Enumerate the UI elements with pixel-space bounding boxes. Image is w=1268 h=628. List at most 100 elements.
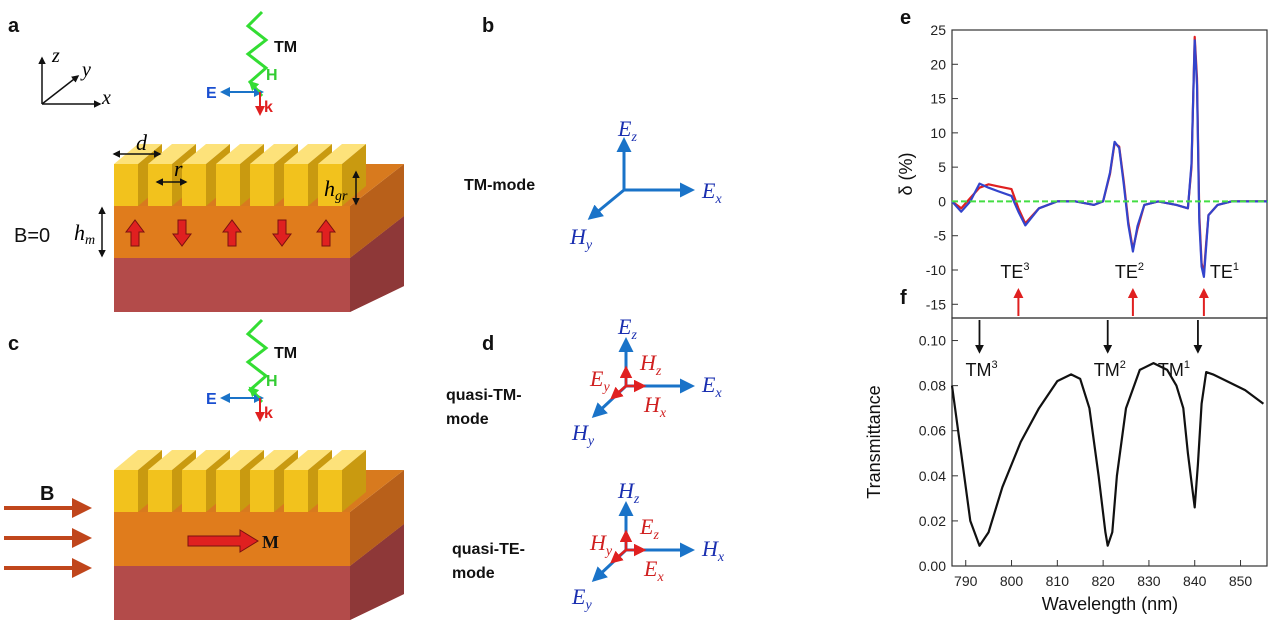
y-tick-label: 0.08: [919, 378, 946, 394]
ridge-top: [284, 144, 332, 164]
magnetization-arrow: [187, 529, 259, 553]
ridge-front: [284, 470, 308, 512]
field-arrows: [4, 498, 92, 578]
y-tick-label: 20: [930, 56, 946, 72]
hz-label: Hz: [639, 350, 662, 379]
ridge-front: [148, 470, 172, 512]
ridge-top: [114, 450, 162, 470]
domain-arrows: [125, 219, 336, 247]
ez-label: Ez: [617, 314, 637, 343]
ridge-front: [148, 164, 172, 206]
y-tick-label: -15: [926, 296, 946, 312]
film-thickness-label: hm: [74, 220, 95, 248]
panel-a: a z y x TM E H k: [8, 10, 404, 312]
y-tick-label: 0: [938, 193, 946, 209]
axis-y-label: y: [80, 59, 91, 81]
mode-label: TM1: [1158, 359, 1190, 380]
ex-label: Ex: [701, 178, 722, 207]
x-tick-label: 820: [1091, 573, 1115, 589]
ey-label: Ey: [589, 366, 610, 395]
h-field-arrow: [248, 80, 261, 93]
e-field-label: E: [206, 85, 217, 102]
x-tick-label: 790: [954, 573, 978, 589]
panel-b: b TM-mode Ez Ex Hy: [464, 15, 722, 253]
mode-label: TM3: [965, 359, 997, 380]
y-tick-label: 0.06: [919, 423, 946, 439]
y-tick-label: -10: [926, 262, 946, 278]
hy-label: Hy: [571, 420, 595, 449]
ridge-front: [216, 470, 240, 512]
ridge-front: [114, 164, 138, 206]
hx-label: Hx: [701, 536, 725, 565]
quasi-tm-axes: Ez Hz Ey Hx Ex Hy: [571, 314, 722, 449]
y-axis-label: δ (%): [896, 152, 916, 195]
ex-label: Ex: [701, 372, 722, 401]
y-tick-label: 15: [930, 91, 946, 107]
x-tick-label: 800: [1000, 573, 1024, 589]
x-axis-label: Wavelength (nm): [1042, 594, 1178, 614]
h-field-label: H: [266, 67, 278, 84]
ez-label: Ez: [639, 514, 659, 543]
y-axis-label: Transmittance: [864, 385, 884, 498]
axis-z-label: z: [51, 45, 60, 67]
panel-d: d quasi-TM-mode quasi-TE-mode Ez Hz Ey H…: [446, 314, 725, 613]
mode-label: TM2: [1094, 359, 1126, 380]
ridge-front: [182, 164, 206, 206]
ridge-front: [182, 470, 206, 512]
x-tick-label: 840: [1183, 573, 1207, 589]
y-tick-label: 0.10: [919, 333, 946, 349]
ey-label: Ey: [571, 584, 592, 613]
hx-label: Hx: [643, 392, 667, 421]
zero-field-label: B=0: [14, 225, 50, 247]
hz-label: Hz: [617, 478, 640, 507]
y-tick-label: 0.02: [919, 513, 946, 529]
ridge-front: [250, 164, 274, 206]
x-tick-label: 810: [1046, 573, 1070, 589]
x-tick-label: 850: [1229, 573, 1253, 589]
ridge-top: [318, 144, 366, 164]
ridge-top: [250, 450, 298, 470]
ridge-front: [250, 470, 274, 512]
panel-label-f: f: [900, 287, 907, 309]
mode-label-quasi-te: quasi-TE-mode: [452, 541, 525, 582]
mode-label-quasi-tm: quasi-TM-mode: [446, 387, 522, 428]
ridge-front: [318, 470, 342, 512]
series-line: [951, 39, 1268, 278]
hy-label: Hy: [589, 530, 613, 559]
panel-label-a: a: [8, 15, 20, 37]
y-tick-label: 10: [930, 125, 946, 141]
coordinate-axes: [38, 56, 102, 108]
series-line: [951, 35, 1268, 275]
wave-label-tm: TM: [274, 39, 297, 56]
ridge-front: [114, 470, 138, 512]
series-line: [950, 362, 1265, 547]
y-tick-label: -5: [934, 228, 947, 244]
panel-label-c: c: [8, 333, 19, 355]
y-tick-label: 0.00: [919, 558, 946, 574]
y-tick-label: 0.04: [919, 468, 946, 484]
mode-label: TE3: [1000, 261, 1029, 282]
h-field-arrow: [248, 386, 261, 399]
slit-width-label: r: [174, 156, 183, 181]
grating-block: [114, 450, 404, 620]
mode-label-tm: TM-mode: [464, 177, 535, 194]
ez-label: Ez: [617, 116, 637, 145]
ridge-top: [148, 144, 196, 164]
ridge-front: [318, 164, 342, 206]
magnetization-label: M: [262, 532, 279, 552]
plot-frame: [951, 317, 1268, 567]
ridge-side: [342, 450, 366, 512]
ridge-top: [148, 450, 196, 470]
panel-c: c TM E H k B M: [4, 318, 404, 620]
ridge-top: [216, 144, 264, 164]
e-field-label: E: [206, 391, 217, 408]
ex-label: Ex: [643, 556, 664, 585]
period-label: d: [136, 130, 148, 155]
grating-height-label: hgr: [324, 176, 348, 204]
ridge-top: [182, 450, 230, 470]
panel-label-e: e: [900, 7, 911, 29]
y-tick-label: 25: [930, 22, 946, 38]
ridge-front: [216, 164, 240, 206]
